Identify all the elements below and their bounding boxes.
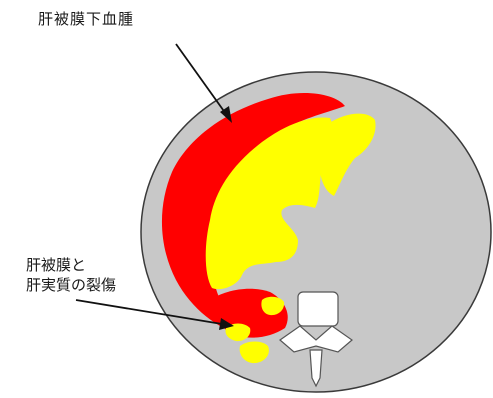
liver-fragment-2 xyxy=(225,323,251,342)
vertebra-arch xyxy=(279,325,353,353)
liver-region xyxy=(205,117,333,290)
capsule-parenchyma-laceration-label: 肝被膜と 肝実質の裂傷 xyxy=(26,255,116,295)
liver-right-lobe xyxy=(319,113,376,196)
laceration-label-line-1: 肝被膜と xyxy=(26,256,87,274)
arrow-to-hematoma-line xyxy=(175,43,227,115)
laceration-label-line-2: 肝実質の裂傷 xyxy=(26,276,117,294)
liver-fragment-1 xyxy=(261,296,285,316)
arrow-to-laceration-head xyxy=(219,318,234,330)
arrow-to-laceration-line xyxy=(75,299,223,325)
vertebra-body xyxy=(297,291,339,327)
liver-fragment-3 xyxy=(239,341,269,364)
subcapsular-hematoma-label: 肝被膜下血腫 xyxy=(38,10,135,28)
arrow-to-hematoma-head xyxy=(220,106,232,123)
vertebra-spinous-process xyxy=(309,349,323,388)
